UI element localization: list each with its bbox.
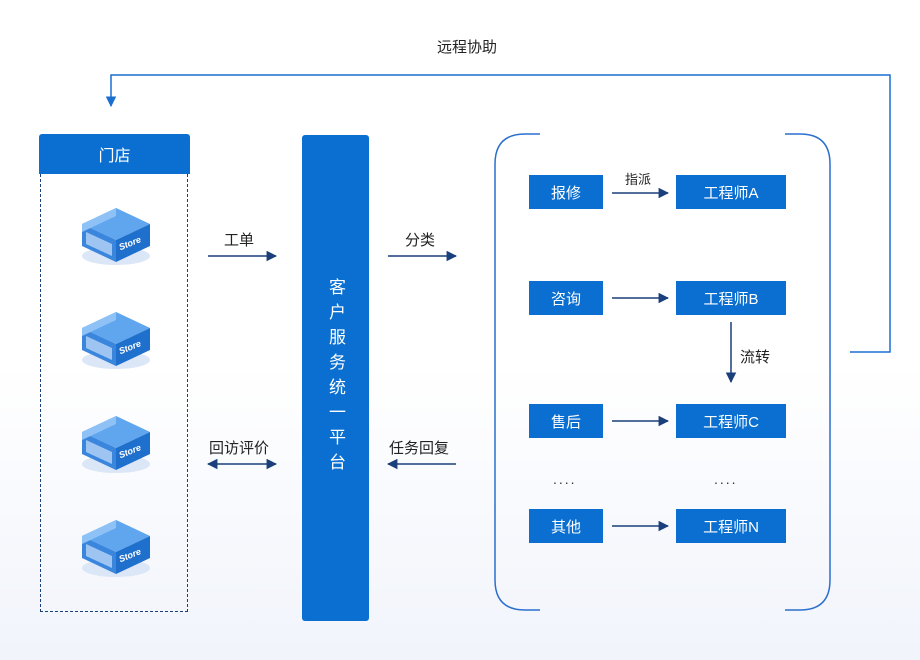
store-icon: Store	[76, 300, 154, 372]
engineer-n: 工程师N	[676, 509, 786, 543]
category-after-sales: 售后	[529, 404, 603, 438]
task-reply-label: 任务回复	[389, 440, 450, 457]
store-column	[40, 174, 188, 612]
engineer-a: 工程师A	[676, 175, 786, 209]
category-repair: 报修	[529, 175, 603, 209]
category-consult: 咨询	[529, 281, 603, 315]
store-header: 门店	[39, 134, 190, 174]
category-bracket	[494, 133, 540, 611]
transfer-label: 流转	[740, 349, 771, 366]
store-icon: Store	[76, 196, 154, 268]
dispatch-label: 指派	[625, 172, 652, 187]
category-other: 其他	[529, 509, 603, 543]
customer-service-platform: 客户服务统一平台	[302, 135, 369, 621]
remote-assist-loop	[105, 74, 891, 353]
review-label: 回访评价	[209, 440, 270, 457]
platform-label: 客户服务统一平台	[326, 278, 345, 478]
remote-assist-label: 远程协助	[437, 39, 498, 56]
work-order-label: 工单	[224, 232, 255, 249]
engineer-ellipsis: ....	[714, 471, 738, 487]
store-icon: Store	[76, 508, 154, 580]
category-ellipsis: ....	[553, 471, 577, 487]
engineer-c: 工程师C	[676, 404, 786, 438]
classify-label: 分类	[405, 232, 436, 249]
store-icon: Store	[76, 404, 154, 476]
engineer-b: 工程师B	[676, 281, 786, 315]
